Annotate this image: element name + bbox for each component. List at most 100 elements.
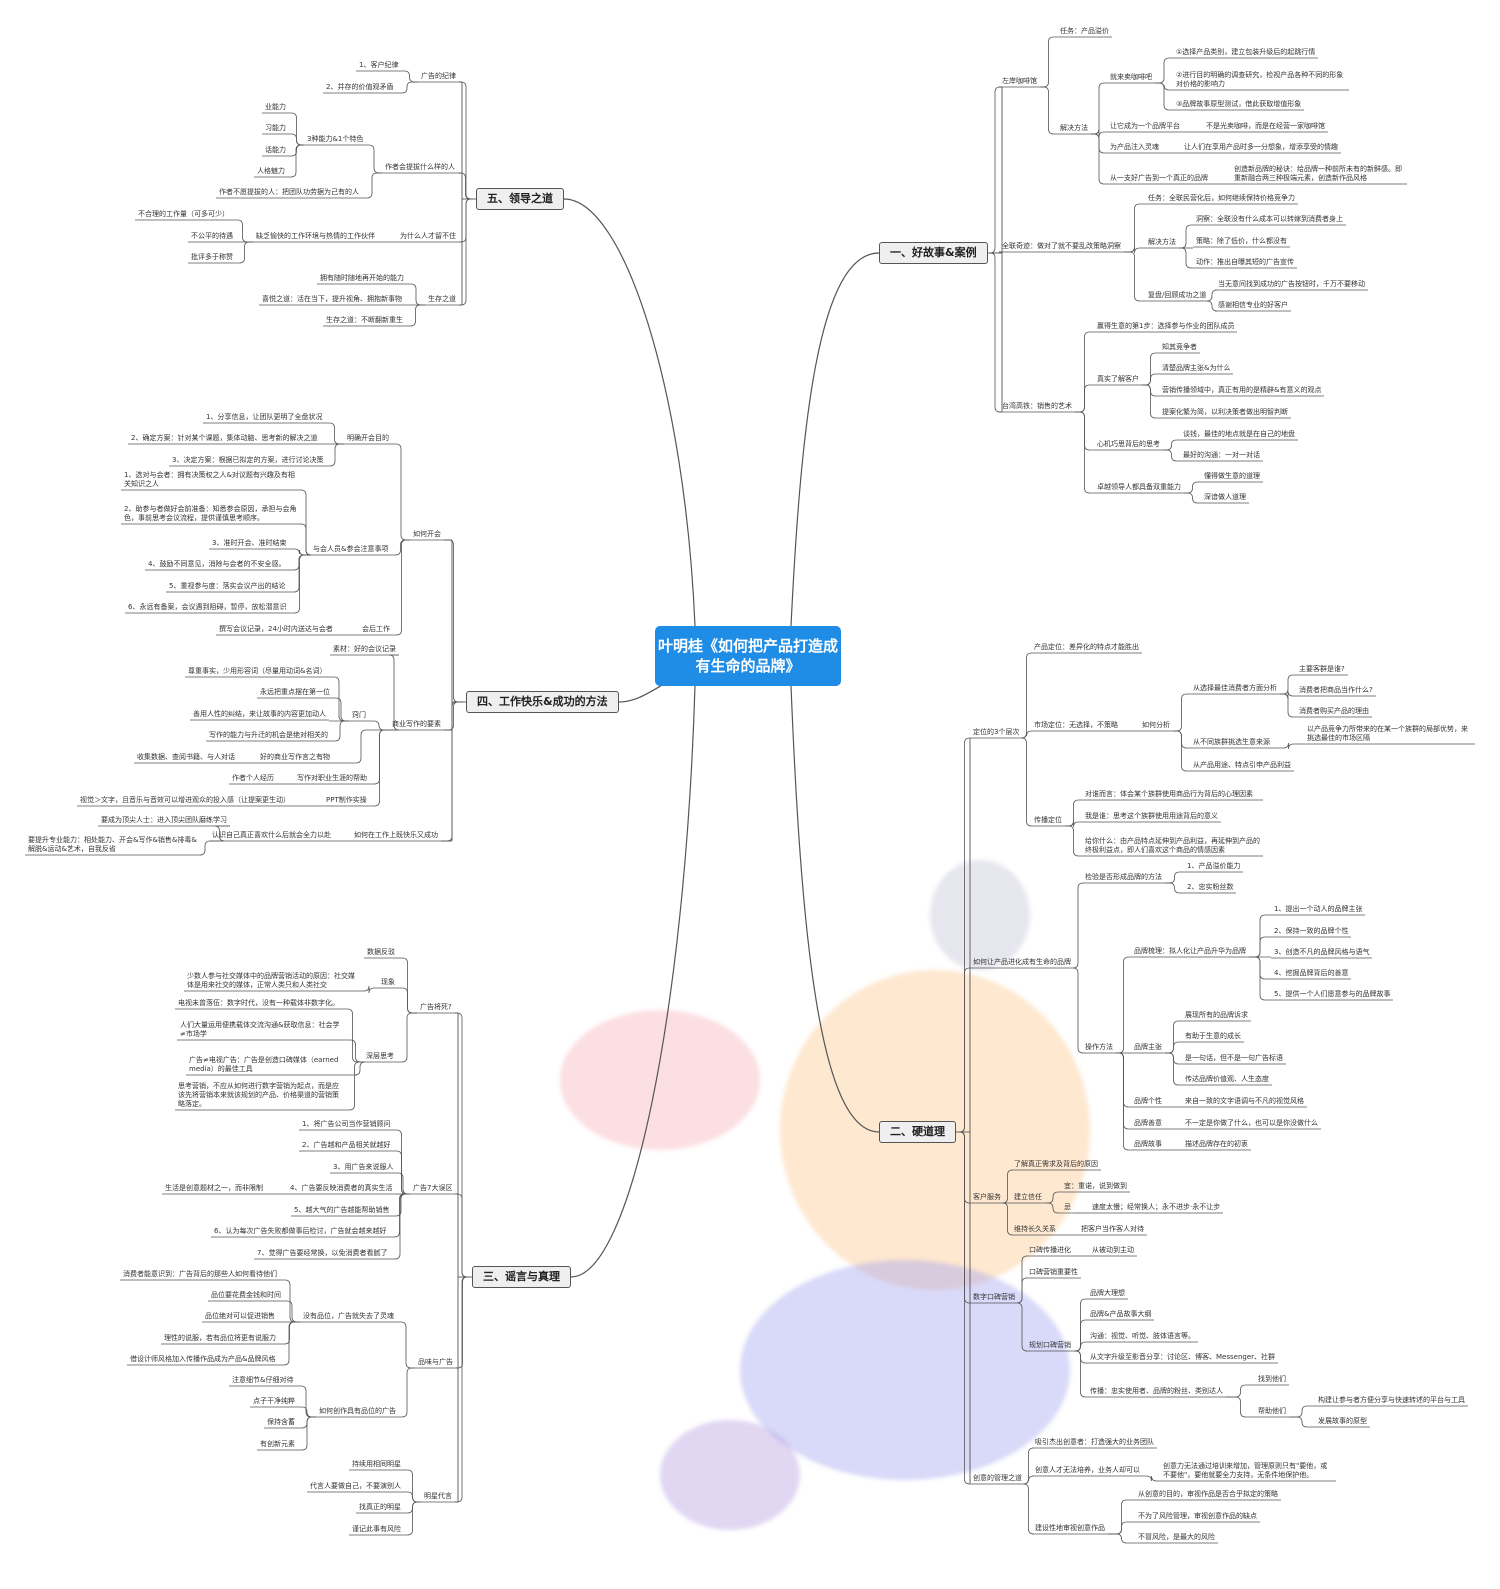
node-b2-2a1[interactable]: 1、产品溢价能力 <box>1187 862 1241 870</box>
node-b1-1b2a[interactable]: 不是光卖咖啡，而是在经营一家咖啡馆 <box>1206 122 1325 130</box>
node-b3-3b[interactable]: 如何创作具有品位的广告 <box>319 1407 396 1415</box>
node-b2-4a1[interactable]: 从被动到主动 <box>1092 1246 1134 1254</box>
node-b2-5[interactable]: 创意的管理之道 <box>973 1474 1022 1482</box>
node-b3-3a1[interactable]: 消费者能意识到：广告背后的那些人如何看待他们 <box>123 1270 277 1278</box>
node-b2-1c[interactable]: 传播定位 <box>1034 816 1062 824</box>
node-b2-2b4a[interactable]: 不一定是你做了什么，也可以是你没做什么 <box>1185 1119 1318 1127</box>
node-b2-1b1b[interactable]: 消费者把商品当作什么? <box>1299 686 1373 694</box>
node-b2-1c3[interactable]: 给你什么：由产品特点延伸到产品利益，再延伸到产品的终极利益点，即人们喜欢这个商品… <box>1085 837 1260 854</box>
node-b3-2d[interactable]: 4、广告要反映消费者的真实生活 <box>290 1184 393 1192</box>
node-b3-2f[interactable]: 6、认为每次广告失败都做事后检讨，广告就会越来越好 <box>214 1227 387 1235</box>
node-b2-4c5b1[interactable]: 构建让参与者方便分享与快速转述的平台与工具 <box>1318 1396 1465 1404</box>
node-b1-3b2[interactable]: 清楚品牌主张&为什么 <box>1162 364 1231 372</box>
node-b4-3a2[interactable]: 要提升专业能力：相处能力、开会&写作&销售&排毒&解脱&运动&艺术，自我反省 <box>28 836 197 853</box>
node-b5-4b[interactable]: 喜悦之道：活在当下，提升视角、拥抱新事物 <box>262 295 402 303</box>
node-b4-2d1[interactable]: 作者个人经历 <box>232 774 274 782</box>
node-b5-3a[interactable]: 缺乏愉快的工作环境与热情的工作伙伴 <box>256 232 375 240</box>
node-b3-3a2[interactable]: 品位要花费金钱和时间 <box>211 1291 281 1299</box>
node-b2-2b4[interactable]: 品牌善意 <box>1134 1119 1162 1127</box>
node-b1-2c1[interactable]: 当无意间找到成功的广告按钮时，千万不要移动 <box>1218 280 1365 288</box>
node-b2-4c5[interactable]: 传播：忠实使用者、品牌的粉丝、类别达人 <box>1090 1387 1223 1395</box>
branch-rumors-truth[interactable]: 三、谣言与真理 <box>472 1266 571 1288</box>
node-b4-1b1[interactable]: 1、选对与会者：拥有决策权之人&对议题有兴趣及有相关知识之人 <box>124 471 295 488</box>
node-b4-1b6[interactable]: 6、永远有备案，会议遇到阻碍，暂停，放松潜意识 <box>128 603 287 611</box>
node-b1-2c2[interactable]: 感谢相信专业的好客户 <box>1218 301 1288 309</box>
node-b2-1[interactable]: 定位的3个层次 <box>973 728 1020 736</box>
node-b2-4c3[interactable]: 沟通：视觉、听觉、肢体语言等。 <box>1090 1332 1195 1340</box>
node-b1-1b3a[interactable]: 让人们在享用产品时多一分想象，增添享受的情趣 <box>1184 143 1338 151</box>
node-b1-1b1[interactable]: 就来卖咖啡吧 <box>1110 73 1152 81</box>
node-b2-5c2[interactable]: 不为了风险管理，审视创意作品的缺点 <box>1138 1512 1257 1520</box>
node-b2-2b3a[interactable]: 来自一致的文字语调与不凡的视觉风格 <box>1185 1097 1304 1105</box>
node-b3-3a[interactable]: 没有品位，广告就失去了灵魂 <box>303 1312 394 1320</box>
node-b4-1a2[interactable]: 2、确定方案：针对某个课题，集体动脑、思考新的解决之道 <box>131 434 318 442</box>
node-b3-3b4[interactable]: 有创新元素 <box>260 1440 295 1448</box>
node-b1-3b4[interactable]: 提案化繁为简，以利决策者做出明智判断 <box>1162 408 1288 416</box>
node-b2-1b2[interactable]: 从不同族群挑选生意来源 <box>1193 738 1270 746</box>
node-b1-1b3[interactable]: 为产品注入灵魂 <box>1110 143 1159 151</box>
node-b2-4c5b2[interactable]: 发展故事的原型 <box>1318 1417 1367 1425</box>
node-b3-2c[interactable]: 3、用广告来说服人 <box>333 1163 394 1171</box>
node-b2-3a[interactable]: 了解真正需求及背后的原因 <box>1014 1160 1098 1168</box>
node-b5-2a1[interactable]: 业能力 <box>265 103 286 111</box>
node-b2-4c5b[interactable]: 帮助他们 <box>1258 1407 1286 1415</box>
node-b5-1[interactable]: 广告的纪律 <box>421 72 456 80</box>
node-b2-1b3[interactable]: 从产品用途、特点引申产品利益 <box>1193 761 1291 769</box>
node-b2-5c[interactable]: 建设性地审视创意作品 <box>1035 1524 1105 1532</box>
node-b4-1b[interactable]: 与会人员&参会注意事项 <box>313 545 389 553</box>
node-b1-1b2[interactable]: 让它成为一个品牌平台 <box>1110 122 1180 130</box>
node-b4-1c1[interactable]: 撰写会议记录，24小时内送达与会者 <box>219 625 333 633</box>
node-b1-3c[interactable]: 心机巧思背后的思考 <box>1097 440 1160 448</box>
node-b2-1b2a[interactable]: 以产品竞争力所带来的在某一个族群的局部优势，来挑选最佳的市场区隔 <box>1307 725 1468 742</box>
node-b4-3a1[interactable]: 要成为顶尖人士：进入顶尖团队磨练学习 <box>101 816 227 824</box>
node-b5-3a2[interactable]: 不公平的待遇 <box>191 232 233 240</box>
node-b3-2e[interactable]: 5、越大气的广告越能帮助销售 <box>294 1206 390 1214</box>
root-title[interactable]: 叶明桂《如何把产品打造成有生命的品牌》 <box>655 626 841 686</box>
node-b2-4c[interactable]: 规划口碑营销 <box>1029 1341 1071 1349</box>
node-b2-1b[interactable]: 市场定位：无选择，不策略 <box>1034 721 1118 729</box>
node-b2-3b1[interactable]: 宜：重诺，说到做到 <box>1064 1182 1127 1190</box>
node-b1-1a[interactable]: 任务：产品溢价 <box>1060 27 1109 35</box>
node-b1-1b[interactable]: 解决方法 <box>1060 124 1088 132</box>
node-b3-4[interactable]: 明星代言 <box>424 1492 452 1500</box>
node-b3-2a[interactable]: 1、将广告公司当作营销顾问 <box>302 1120 391 1128</box>
node-b4-1a[interactable]: 明确开会目的 <box>347 434 389 442</box>
node-b2-1c1[interactable]: 对谁而言：体会某个族群使用商品行为背后的心理因素 <box>1085 790 1253 798</box>
node-b3-1c[interactable]: 深层思考 <box>366 1052 394 1060</box>
node-b2-2b1b[interactable]: 2、保持一致的品牌个性 <box>1274 927 1349 935</box>
branch-work-happiness[interactable]: 四、工作快乐&成功的方法 <box>466 691 619 713</box>
node-b5-3a1[interactable]: 不合理的工作量（可多可少） <box>138 210 229 218</box>
node-b2-2b2a[interactable]: 展现所有的品牌诉求 <box>1185 1011 1248 1019</box>
node-b1-1b1b[interactable]: ②进行目的明确的调查研究，检视产品各种不同的形象对价格的影响力 <box>1176 71 1344 88</box>
node-b2-5b[interactable]: 创意人才无法培养，业务人却可以 <box>1035 1466 1140 1474</box>
node-b4-1b2[interactable]: 2、助参与者做好会前准备：知悉参会原因，承担与会角色，事前思考会议流程，提供谨慎… <box>124 505 297 522</box>
node-b1-3d[interactable]: 卓越领导人都具备双重能力 <box>1097 483 1181 491</box>
node-b4-1a3[interactable]: 3、决定方案：根据已拟定的方案，进行讨论决策 <box>172 456 324 464</box>
node-b4-1[interactable]: 如何开会 <box>413 530 441 538</box>
node-b3-1b[interactable]: 现象 <box>381 978 395 986</box>
node-b1-2b1[interactable]: 洞察：全联没有什么成本可以转嫁到消费者身上 <box>1196 215 1343 223</box>
node-b1-1b1c[interactable]: ③品牌故事原型测试，借此获取增值形象 <box>1176 100 1302 108</box>
node-b5-2b[interactable]: 作者不愿提拔的人：把团队功劳据为己有的人 <box>219 188 359 196</box>
node-b1-2a[interactable]: 任务：全联民营化后，如何继续保持价格竞争力 <box>1148 194 1295 202</box>
node-b2-3b[interactable]: 建立信任 <box>1014 1193 1042 1201</box>
node-b1-3d2[interactable]: 深谙做人道理 <box>1204 493 1246 501</box>
node-b2-3b2a[interactable]: 速度太慢；经常换人；永不进步·永不让步 <box>1092 1203 1221 1211</box>
node-b3-1c3[interactable]: 广告≠电视广告：广告是创造口碑媒体（earned media）的最佳工具 <box>189 1056 339 1073</box>
node-b3-3b1[interactable]: 注意细节&仔细对待 <box>232 1376 294 1384</box>
node-b2-4c1[interactable]: 品牌大理想 <box>1090 1289 1125 1297</box>
node-b1-1b4a[interactable]: 创造新品牌的秘诀：给品牌一种前所未有的新鲜感。即重新融合两三种极端元素，创造新作… <box>1234 165 1402 182</box>
node-b3-1[interactable]: 广告将死? <box>420 1003 452 1011</box>
node-b1-3b3[interactable]: 营销传播领域中，真正有用的是精辟&有意义的观点 <box>1162 386 1322 394</box>
node-b4-2b1[interactable]: 尊重事实，少用形容词（尽量用动词&名词） <box>188 667 327 675</box>
node-b2-1b1[interactable]: 从选择最佳消费者方面分析 <box>1193 684 1277 692</box>
node-b2-1b0[interactable]: 如何分析 <box>1142 721 1170 729</box>
node-b1-1b1a[interactable]: ①选择产品类别，建立包装升级后的起跳行情 <box>1176 48 1316 56</box>
node-b5-1a[interactable]: 1、客户纪律 <box>359 61 399 69</box>
node-b5-3[interactable]: 为什么人才留不住 <box>400 232 456 240</box>
node-b5-4[interactable]: 生存之道 <box>428 295 456 303</box>
node-b2-5a[interactable]: 吸引杰出创意者：打造强大的业务团队 <box>1035 1438 1154 1446</box>
node-b2-2b1c[interactable]: 3、创造不凡的品牌风格与语气 <box>1274 948 1370 956</box>
branch-hard-truths[interactable]: 二、硬道理 <box>879 1121 956 1143</box>
node-b1-3[interactable]: 台湾高铁：销售的艺术 <box>1002 402 1072 410</box>
